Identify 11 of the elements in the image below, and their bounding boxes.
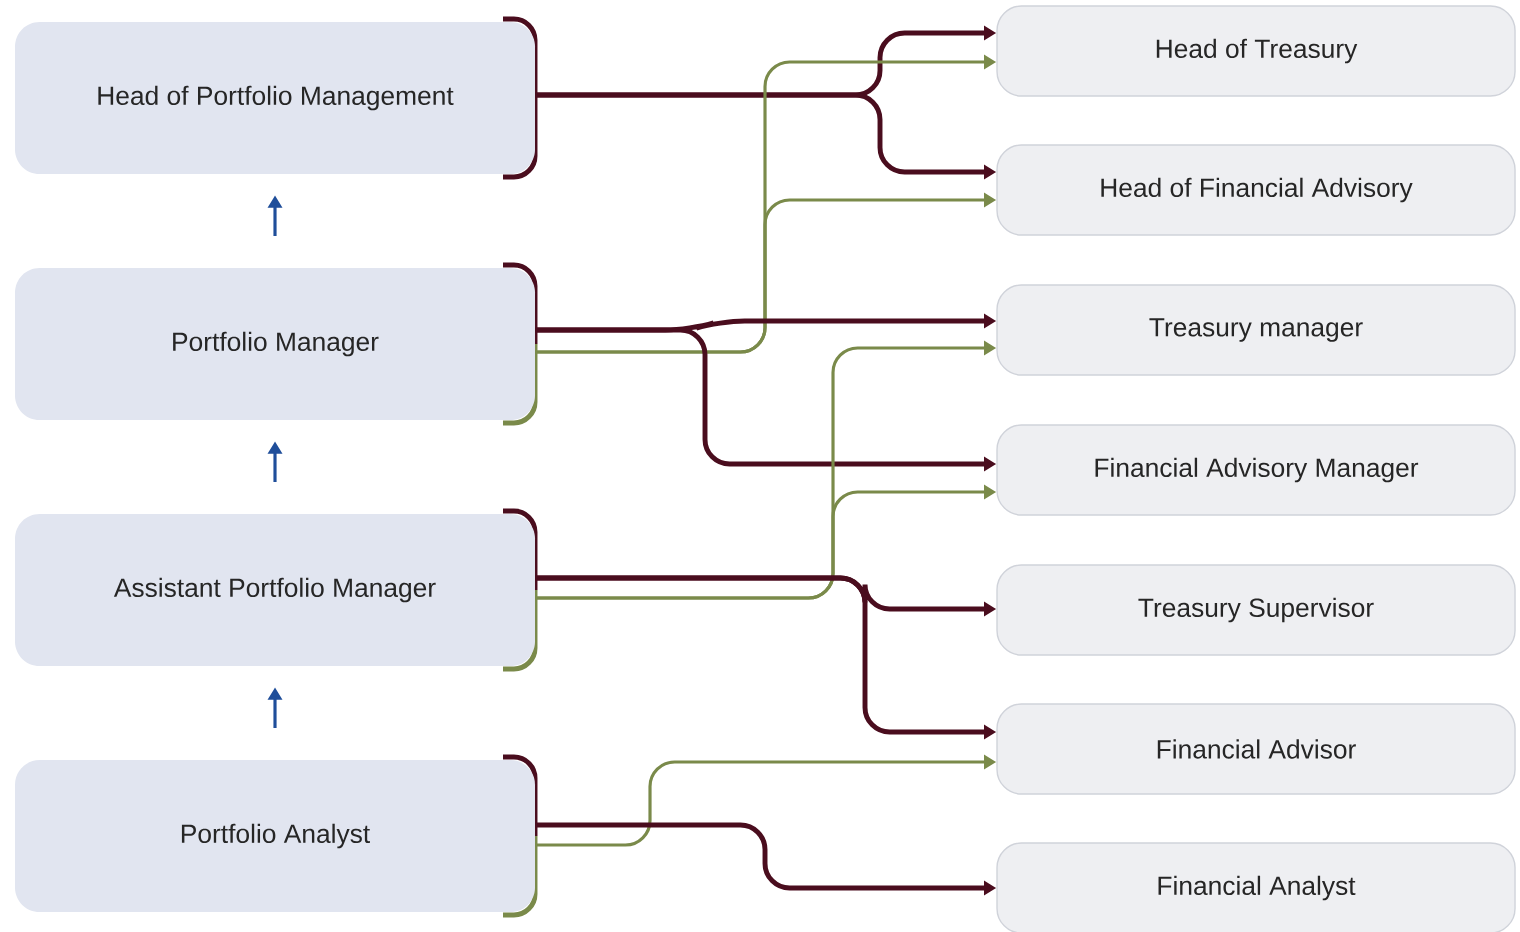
role-box: Assistant Portfolio Manager (15, 514, 535, 666)
role-box: Financial Advisor (996, 703, 1516, 795)
role-box: Treasury Supervisor (996, 564, 1516, 656)
role-box: Financial Analyst (996, 842, 1516, 932)
role-box: Head of Portfolio Management (15, 22, 535, 174)
role-box: Financial Advisory Manager (996, 424, 1516, 516)
role-box: Portfolio Analyst (15, 760, 535, 912)
role-box: Head of Financial Advisory (996, 144, 1516, 236)
role-box: Head of Treasury (996, 5, 1516, 97)
role-box: Treasury manager (996, 284, 1516, 376)
role-box: Portfolio Manager (15, 268, 535, 420)
